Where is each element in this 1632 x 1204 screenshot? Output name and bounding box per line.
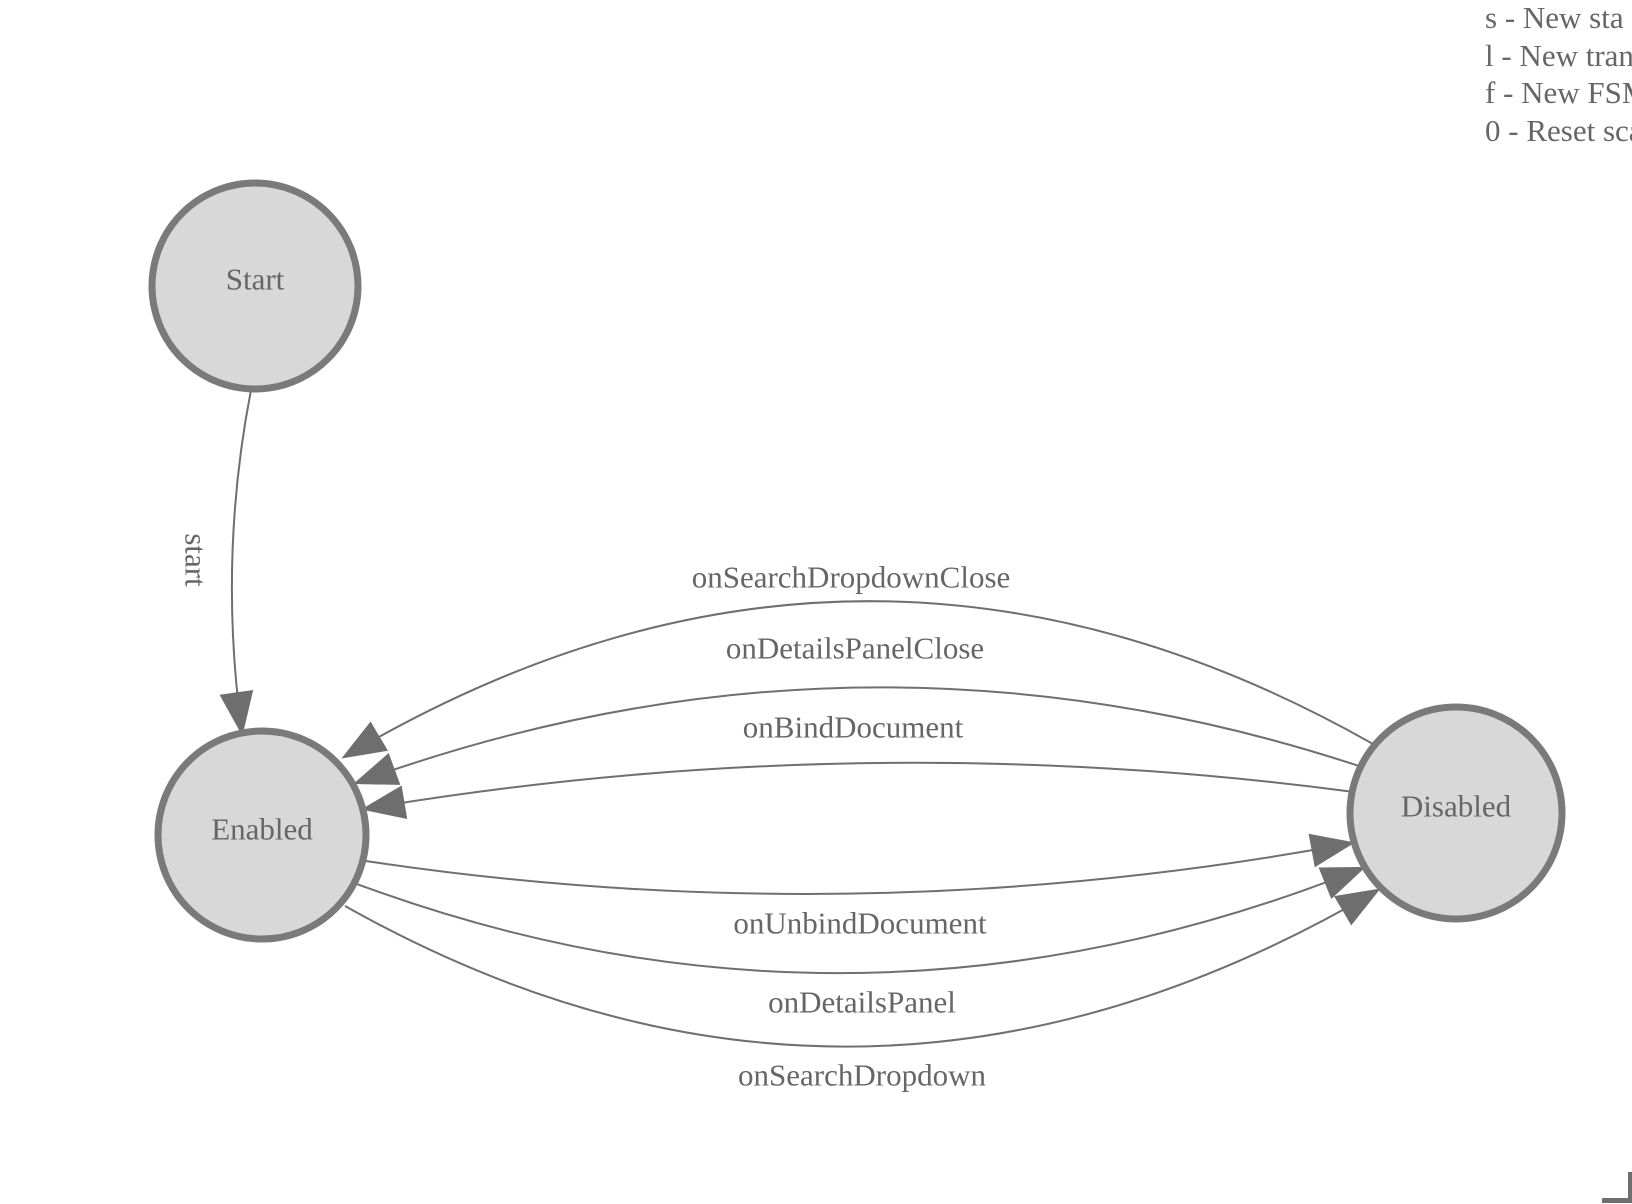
state-label-enabled: Enabled <box>211 812 313 847</box>
transition-edge-ondetailspanelclose[interactable] <box>353 686 1363 785</box>
legend-line-new-state: s - New sta <box>1485 0 1624 35</box>
transition-label-onsearchdropdownclose: onSearchDropdownClose <box>692 560 1011 595</box>
transition-label-onunbinddocument: onUnbindDocument <box>733 906 987 941</box>
legend-line-new-fsm: f - New FSM <box>1485 75 1632 110</box>
transition-label-start: start <box>179 533 214 587</box>
transition-edge-ondetailspanel[interactable] <box>356 866 1366 975</box>
transition-edge-onsearchdropdown[interactable] <box>344 888 1381 1048</box>
canvas-corner-mark <box>1602 1172 1632 1203</box>
transition-edge-start[interactable] <box>219 389 254 736</box>
transition-label-ondetailspanel: onDetailsPanel <box>768 985 956 1020</box>
legend-line-new-transition: l - New tran <box>1485 37 1632 73</box>
state-label-start: Start <box>226 262 285 297</box>
transition-edge-onunbinddocument[interactable] <box>365 833 1355 895</box>
legend: s - New sta l - New tran f - New FSM 0 -… <box>1485 0 1632 149</box>
transition-label-onbinddocument: onBindDocument <box>743 710 964 745</box>
state-node-disabled[interactable] <box>1346 703 1566 923</box>
state-label-disabled: Disabled <box>1401 789 1512 824</box>
state-node-enabled[interactable] <box>154 727 370 943</box>
legend-line-reset-scale: 0 - Reset sca <box>1485 112 1632 148</box>
state-node-start[interactable] <box>148 179 362 393</box>
transition-label-onsearchdropdown: onSearchDropdown <box>738 1058 986 1093</box>
transition-edge-onsearchdropdownclose[interactable] <box>341 600 1374 759</box>
transition-label-ondetailspanelclose: onDetailsPanelClose <box>726 631 984 666</box>
transition-edge-onbinddocument[interactable] <box>361 761 1355 819</box>
